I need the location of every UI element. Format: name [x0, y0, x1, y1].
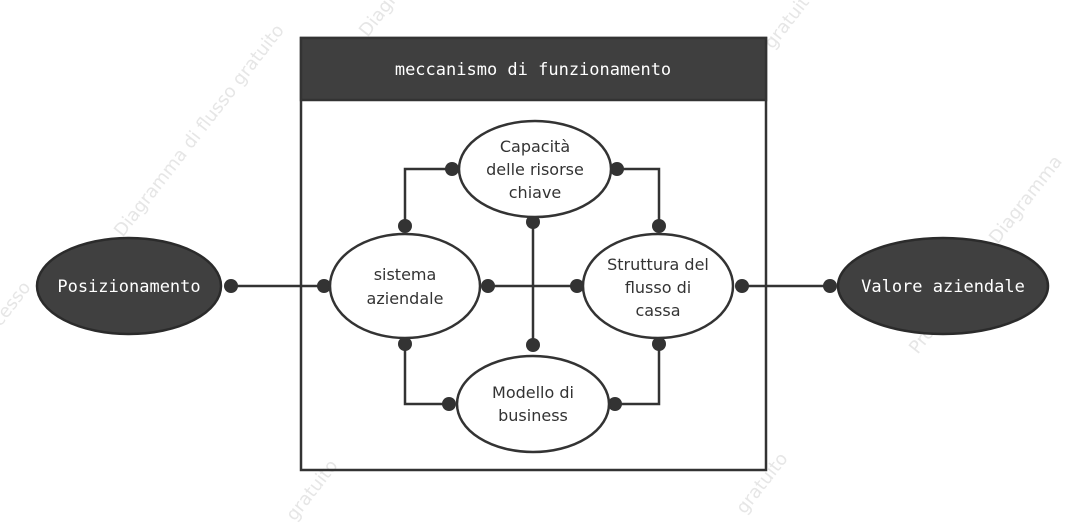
node-cash-flow-label-line1: Struttura del [607, 255, 709, 274]
connector-cashflow-to-value [735, 279, 837, 293]
connector-positioning-to-system [224, 279, 331, 293]
node-capacity-label-line3: chiave [509, 183, 562, 202]
node-capacity[interactable]: Capacità delle risorse chiave [457, 119, 613, 219]
node-business-system[interactable]: sistema aziendale [328, 232, 482, 340]
connector-capacity-to-model [526, 215, 540, 352]
node-business-model-label-line1: Modello di [492, 383, 574, 402]
node-business-model[interactable]: Modello di business [455, 354, 611, 454]
node-cash-flow-label-line3: cassa [635, 301, 680, 320]
node-positioning-label: Posizionamento [57, 277, 200, 297]
node-positioning[interactable]: Posizionamento [35, 236, 223, 336]
connector-system-to-capacity [398, 162, 459, 233]
diagram-canvas: meccanismo di funzionamento [35, 36, 1050, 472]
node-cash-flow[interactable]: Struttura del flusso di cassa [581, 232, 735, 340]
connector-system-to-model [398, 337, 456, 411]
node-capacity-label-line2: delle risorse [486, 160, 584, 179]
node-business-value[interactable]: Valore aziendale [836, 236, 1050, 336]
mechanism-title: meccanismo di funzionamento [395, 60, 671, 80]
node-business-value-label: Valore aziendale [861, 277, 1025, 297]
node-business-system-label-line2: aziendale [367, 289, 444, 308]
node-cash-flow-label-line2: flusso di [625, 278, 691, 297]
node-business-model-label-line2: business [498, 406, 568, 425]
mechanism-header [299, 36, 768, 102]
node-business-system-label-line1: sistema [374, 265, 437, 284]
connector-capacity-to-cashflow [610, 162, 666, 233]
node-capacity-label-line1: Capacità [500, 137, 570, 156]
connector-model-to-cashflow [608, 337, 666, 411]
